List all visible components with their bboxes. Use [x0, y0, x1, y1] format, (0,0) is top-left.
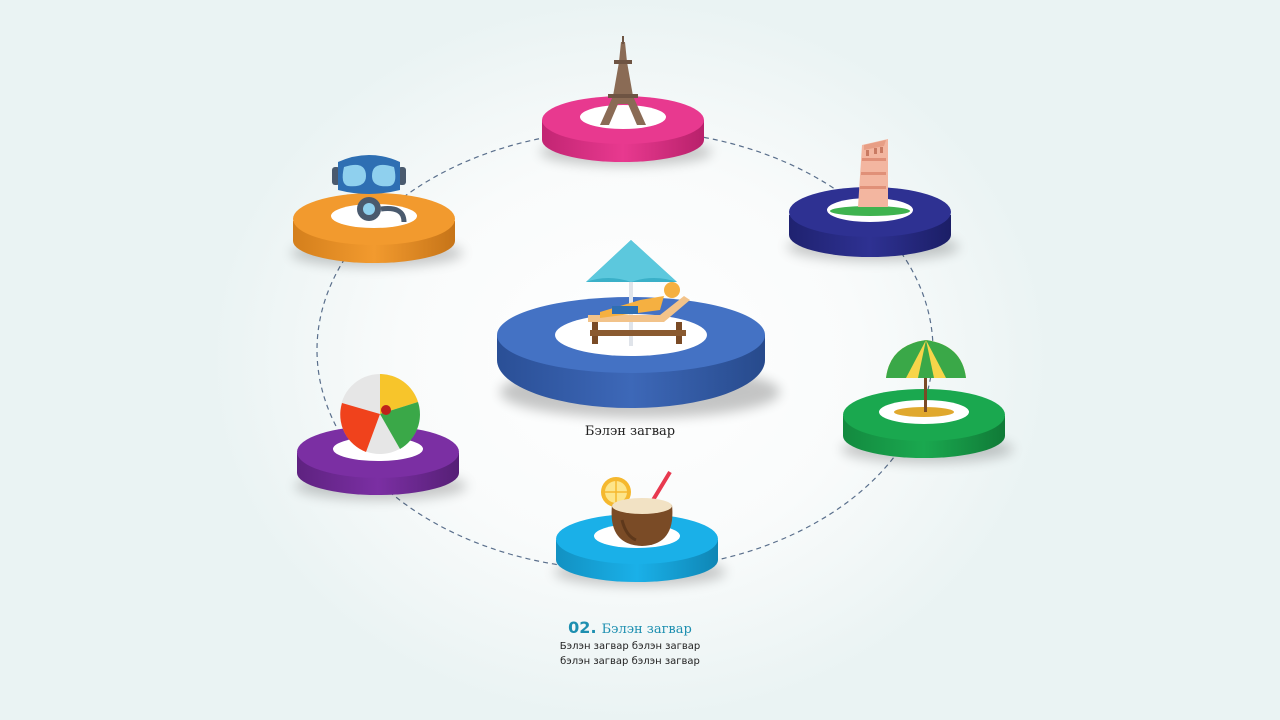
- caption-block: 02. Бэлэн загвар Бэлэн загвар бэлэн загв…: [530, 618, 730, 669]
- coconut-drink-icon: [601, 470, 673, 546]
- caption-heading: 02. Бэлэн загвар: [530, 618, 730, 637]
- eiffel-tower-icon: [600, 36, 646, 125]
- caption-title: Бэлэн загвар: [601, 622, 692, 637]
- snorkel-mask-icon: [332, 155, 407, 223]
- node-right-disc[interactable]: [841, 389, 1013, 463]
- node-top-right-disc[interactable]: [787, 187, 959, 261]
- beach-lounger-icon: [586, 240, 690, 346]
- caption-body: Бэлэн загвар бэлэн загвар бэлэн загвар б…: [530, 639, 730, 669]
- beach-umbrella-icon: [886, 340, 966, 412]
- beach-ball-icon: [340, 374, 420, 454]
- caption-number: 02.: [568, 618, 597, 637]
- leaning-tower-icon: [858, 139, 888, 207]
- caption-line-1: Бэлэн загвар бэлэн загвар: [559, 641, 701, 652]
- caption-line-2: бэлэн загвар бэлэн загвар: [560, 656, 700, 667]
- node-top-disc[interactable]: [540, 96, 712, 166]
- center-label: Бэлэн загвар: [584, 424, 676, 439]
